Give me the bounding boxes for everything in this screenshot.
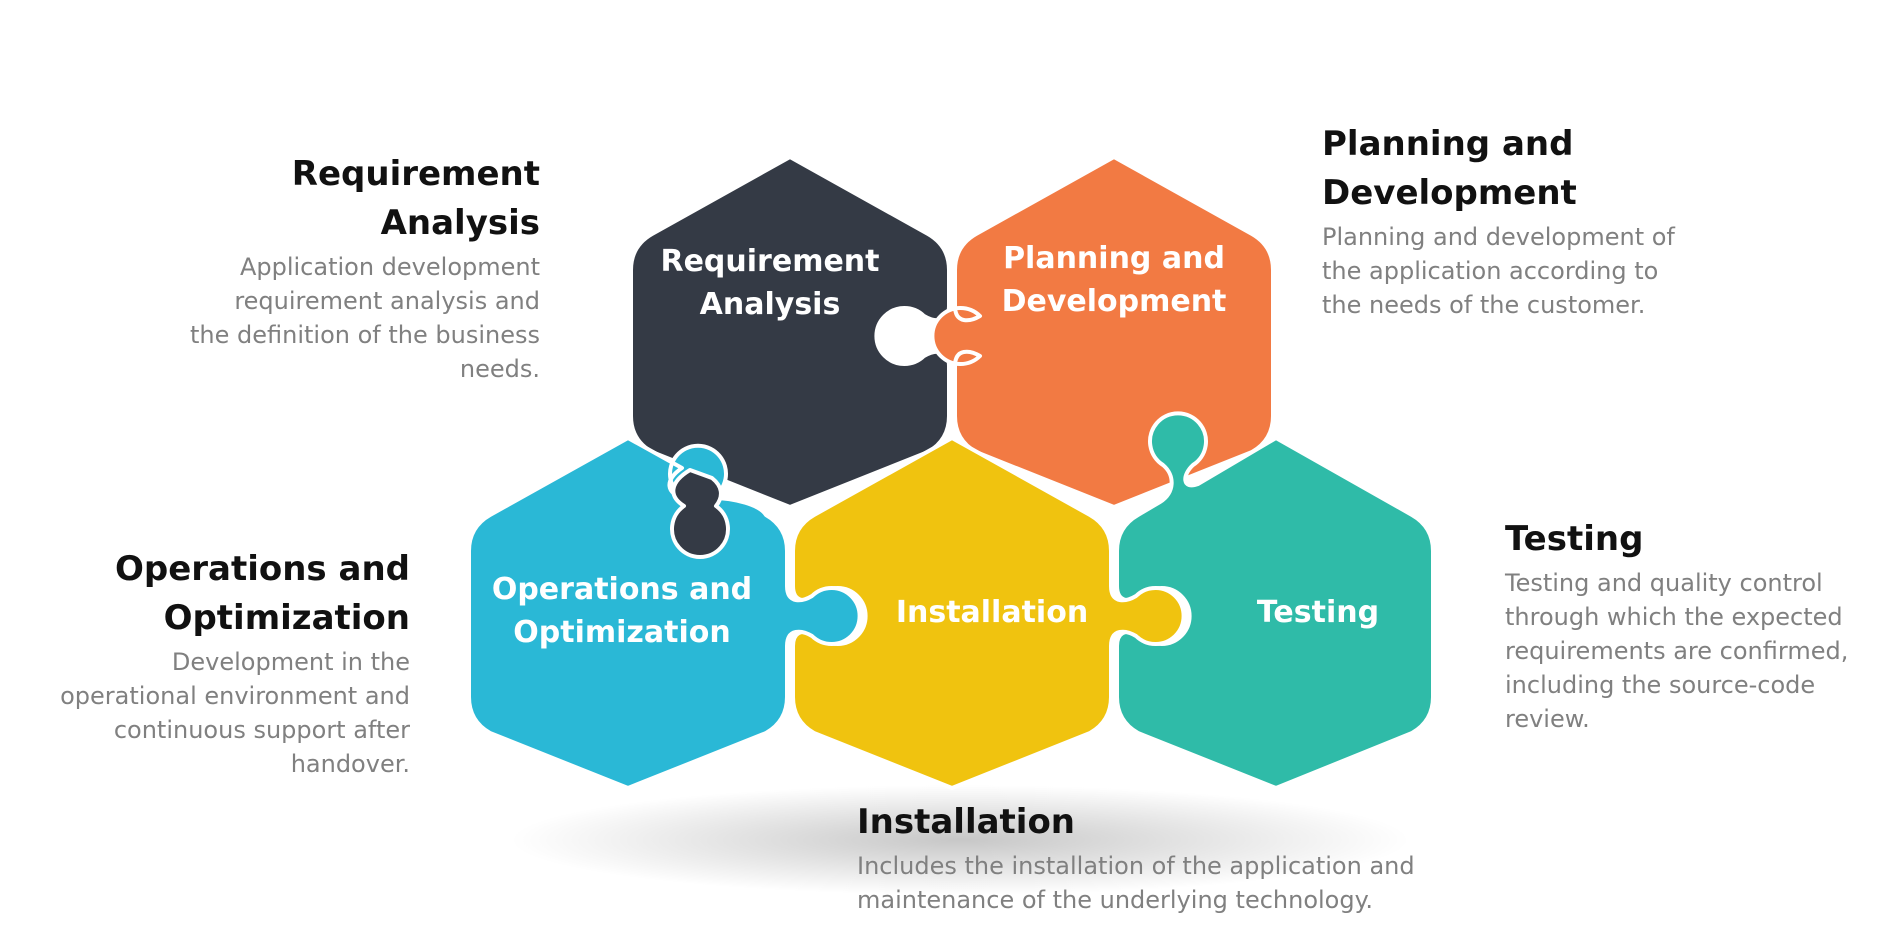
- piece-planning-label-line2: Development: [1002, 284, 1227, 319]
- annotation-testing-title: Testing: [1505, 519, 1644, 559]
- annotation-installation-description: Includes the installation of the applica…: [857, 852, 1415, 914]
- piece-requirement-analysis: Requirement Analysis: [629, 155, 951, 509]
- ground-shadow: [510, 785, 1410, 895]
- piece-testing-label: Testing: [1257, 595, 1379, 630]
- piece-operations-shape: [467, 436, 862, 790]
- annotation-testing: Testing Testing and quality control thro…: [1505, 515, 1865, 736]
- annotation-installation-title: Installation: [857, 802, 1076, 842]
- requirement-knob-shape: [670, 468, 730, 559]
- piece-requirement-label-line2: Analysis: [700, 287, 841, 322]
- piece-planning-label: Planning and: [1003, 241, 1225, 276]
- piece-installation-label: Installation: [896, 595, 1088, 630]
- annotation-requirement-description: Application development requirement anal…: [190, 253, 540, 383]
- piece-requirement-label: Requirement: [660, 244, 879, 279]
- annotation-installation: Installation Includes the installation o…: [857, 798, 1417, 917]
- piece-operations-optimization: Operations and Optimization: [467, 436, 862, 790]
- requirement-knob: [670, 468, 730, 559]
- annotation-planning-description: Planning and development of the applicat…: [1322, 223, 1675, 319]
- piece-operations-label: Operations and: [492, 572, 752, 607]
- piece-installation: Installation: [791, 436, 1186, 790]
- piece-testing: Testing: [1115, 411, 1435, 790]
- annotation-operations-description: Development in the operational environme…: [60, 648, 410, 778]
- piece-operations-label-line2: Optimization: [513, 615, 730, 650]
- annotation-testing-description: Testing and quality control through whic…: [1505, 569, 1849, 733]
